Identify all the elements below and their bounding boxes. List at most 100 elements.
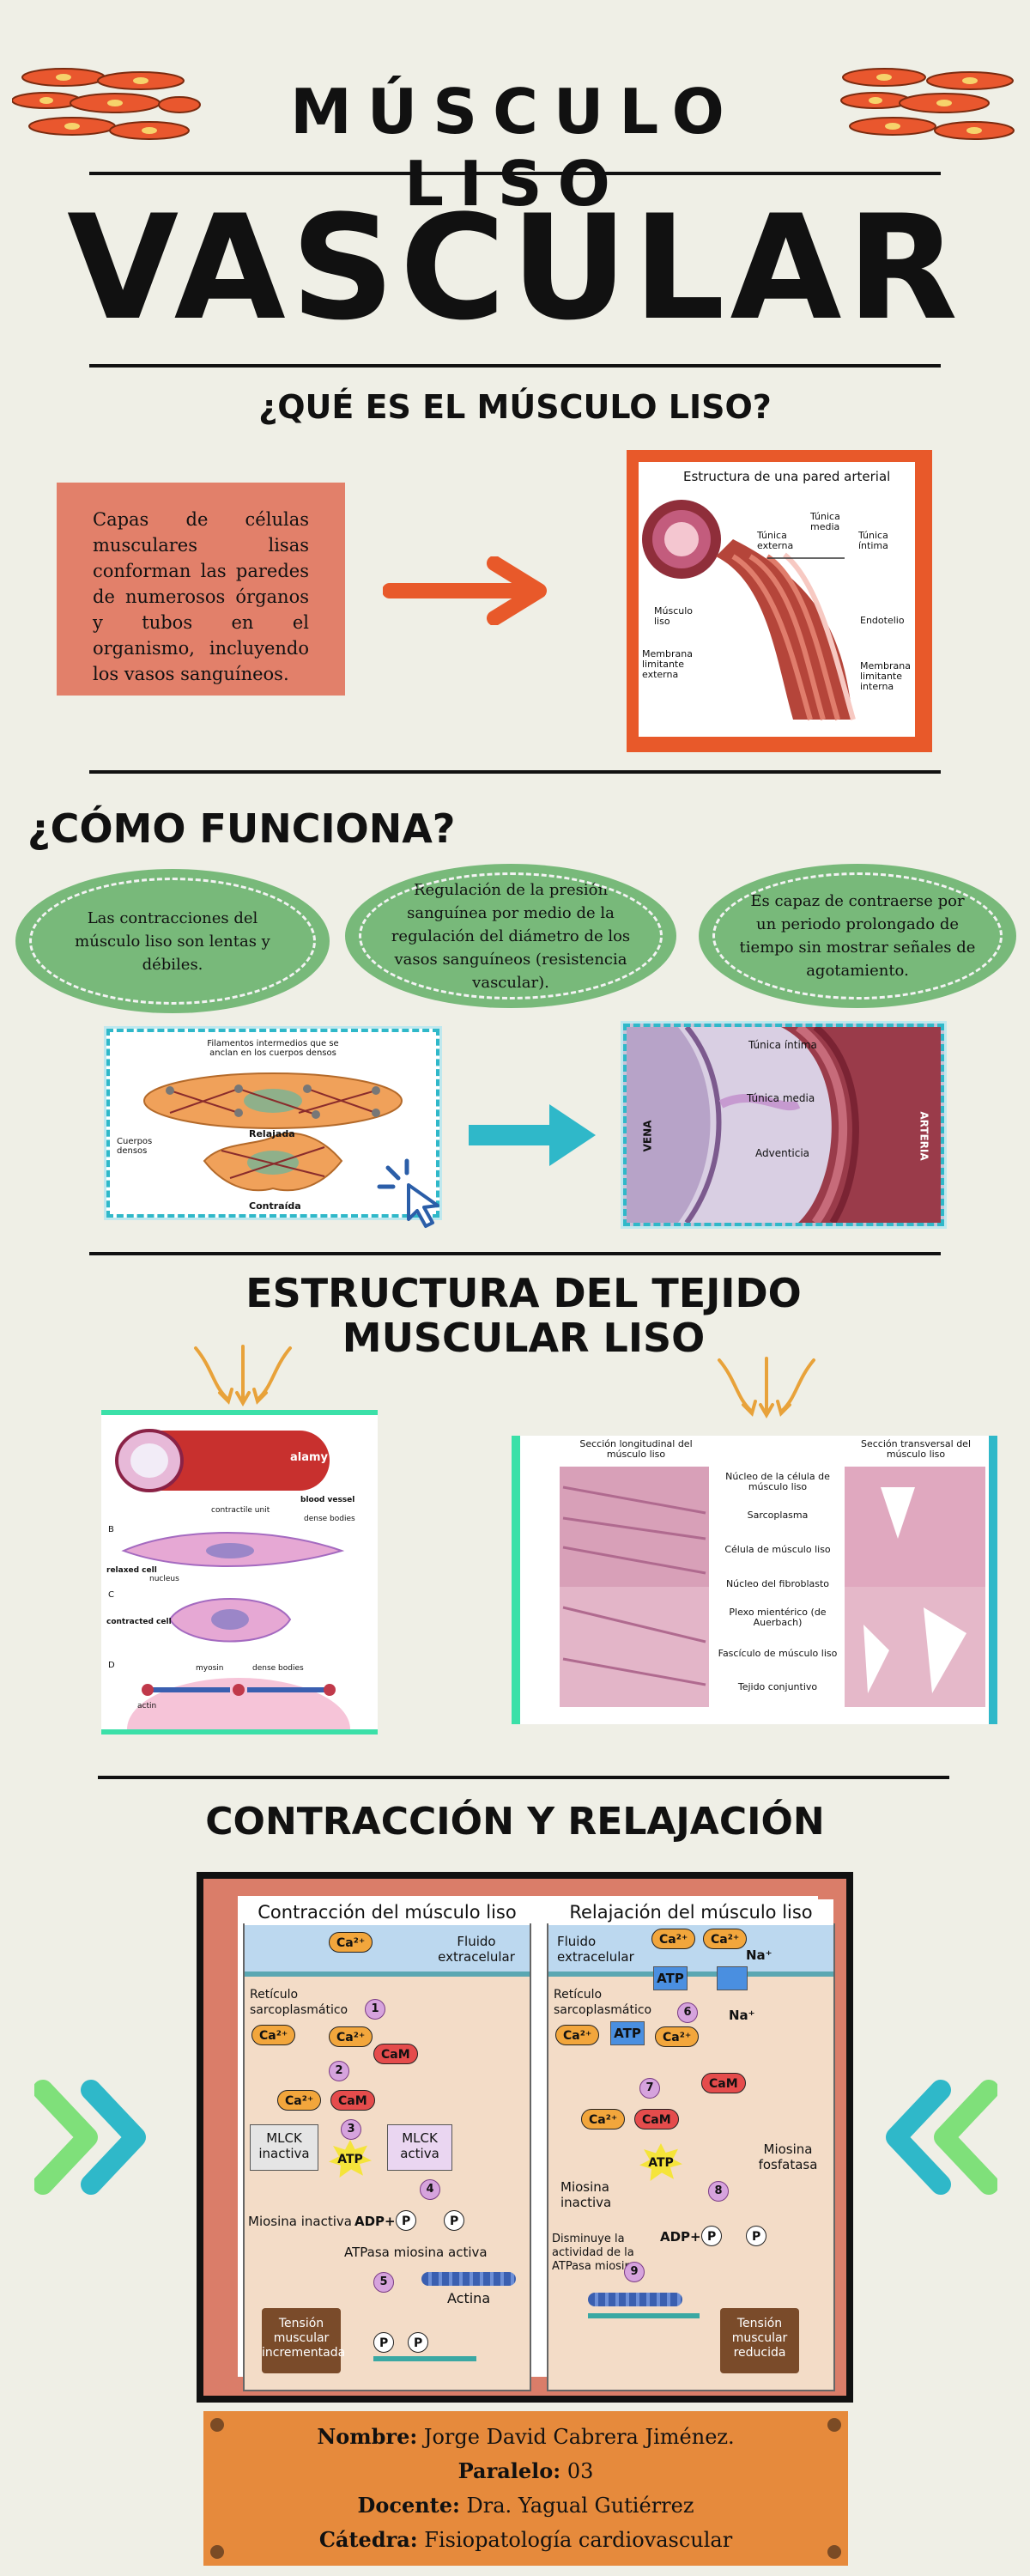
footer-paralelo: Paralelo: 03 bbox=[457, 2458, 594, 2483]
section-heading-contraction: CONTRACCIÓN Y RELAJACIÓN bbox=[205, 1800, 825, 1844]
divider bbox=[89, 364, 941, 368]
footer-name: Nombre: Jorge David Cabrera Jiménez. bbox=[317, 2424, 735, 2449]
label-histology-3: Núcleo del fibroblasto bbox=[725, 1578, 830, 1589]
atp-burst: ATP bbox=[639, 2143, 682, 2181]
label-letter-d: D bbox=[108, 1661, 115, 1670]
label-adp: ADP+ bbox=[660, 2229, 701, 2245]
divider bbox=[89, 172, 941, 175]
what-description: Capas de células musculares lisas confor… bbox=[57, 483, 345, 696]
ca-ion: Ca²⁺ bbox=[581, 2109, 626, 2129]
footer-catedra: Cátedra: Fisiopatología cardiovascular bbox=[318, 2527, 733, 2552]
section-heading-what: ¿QUÉ ES EL MÚSCULO LISO? bbox=[258, 388, 772, 426]
label-transversal: Sección transversal del músculo liso bbox=[860, 1438, 971, 1460]
panel-title: Relajación del músculo liso bbox=[548, 1899, 833, 1925]
label-tunica-media: Túnica media bbox=[747, 1092, 815, 1104]
label-actin: actin bbox=[137, 1702, 157, 1710]
label-dense-bodies: Cuerpos densos bbox=[117, 1137, 153, 1156]
label-contractile-unit: contractile unit bbox=[211, 1506, 270, 1515]
divider bbox=[89, 770, 941, 774]
swirl-arrows-icon bbox=[179, 1343, 307, 1412]
ca-ion: Ca²⁺ bbox=[703, 1929, 748, 1949]
atp-burst: ATP bbox=[329, 2140, 372, 2178]
cam-protein: CaM bbox=[701, 2073, 746, 2093]
step-badge: 4 bbox=[420, 2179, 440, 2200]
function-oval-2: Regulación de la presión sanguínea por m… bbox=[345, 864, 676, 1008]
label-histology-4: Plexo mientérico (de Auerbach) bbox=[729, 1607, 827, 1628]
contraction-relaxation-figure: Contracción del músculo liso Fluido extr… bbox=[197, 1872, 853, 2403]
panel-title: Contracción del músculo liso bbox=[245, 1899, 530, 1925]
label-letter-c: C bbox=[108, 1590, 114, 1600]
label-fluid: Fluido extracelular bbox=[438, 1934, 515, 1965]
chevron-left-icon bbox=[872, 2073, 999, 2202]
ca-ion: Ca²⁺ bbox=[655, 2026, 700, 2047]
swirl-arrows-icon bbox=[702, 1355, 831, 1424]
label-endotelio: Endotelio bbox=[860, 615, 905, 626]
label-contracted: Contraída bbox=[249, 1200, 301, 1212]
ca-ion: Ca²⁺ bbox=[329, 2026, 373, 2047]
label-nucleus: nucleus bbox=[149, 1575, 179, 1583]
label-arteria: ARTERIA bbox=[918, 1111, 930, 1161]
label-membrana-externa: Membrana limitante externa bbox=[642, 648, 693, 680]
divider bbox=[98, 1776, 949, 1779]
label-tunica-intima: Túnica íntima bbox=[858, 530, 888, 551]
step-badge: 9 bbox=[624, 2262, 645, 2282]
ca-ion: Ca²⁺ bbox=[651, 1929, 696, 1949]
chevron-right-icon bbox=[33, 2073, 160, 2202]
label-myosin: myosin bbox=[196, 1664, 224, 1673]
section-heading-function: ¿CÓMO FUNCIONA? bbox=[27, 805, 456, 852]
tension-reduced-box: Tensión muscular reducida bbox=[720, 2308, 799, 2373]
step-badge: 1 bbox=[365, 1999, 385, 2020]
phosphate: P bbox=[444, 2210, 465, 2231]
divider bbox=[89, 1252, 941, 1255]
label-contracted-cell: contracted cell bbox=[106, 1618, 172, 1626]
label-relaxed-cell: relaxed cell bbox=[106, 1566, 157, 1575]
ca-ion: Ca²⁺ bbox=[277, 2090, 322, 2111]
cam-protein: CaM bbox=[634, 2109, 679, 2129]
label-reticulum: Retículo sarcoplasmático bbox=[554, 1988, 652, 2017]
label-membrana-interna: Membrana limitante interna bbox=[860, 660, 911, 692]
label-decrease: Disminuye la actividad de la ATPasa mios… bbox=[552, 2233, 639, 2273]
tension-increased-box: Tensión muscular incrementada bbox=[262, 2308, 345, 2373]
arterial-wall-figure: Estructura de una pared arterial Túnica … bbox=[627, 450, 932, 752]
label-adp: ADP+ bbox=[354, 2214, 396, 2229]
label-histology-0: Núcleo de la célula de músculo liso bbox=[725, 1471, 830, 1492]
label-tunica-externa: Túnica externa bbox=[757, 530, 794, 551]
label-histology-5: Fascículo de músculo liso bbox=[718, 1648, 838, 1659]
phosphate: P bbox=[396, 2210, 417, 2231]
figure-title: Estructura de una pared arterial bbox=[683, 469, 891, 484]
author-card: Nombre: Jorge David Cabrera Jiménez. Par… bbox=[203, 2411, 848, 2566]
label-actin: Actina bbox=[447, 2290, 491, 2306]
ca-ion: Ca²⁺ bbox=[555, 2025, 600, 2045]
label-fluid: Fluido extracelular bbox=[557, 1934, 634, 1965]
title-top: MÚSCULO LISO bbox=[290, 76, 740, 220]
relaxation-panel: Relajación del músculo liso Fluido extra… bbox=[547, 1899, 835, 2391]
footer-docente: Docente: Dra. Yagual Gutiérrez bbox=[357, 2493, 694, 2518]
mlck-inactive-box: MLCK inactiva bbox=[250, 2124, 318, 2171]
arrow-right-icon bbox=[464, 1092, 601, 1178]
label-tunica-intima: Túnica íntima bbox=[748, 1039, 817, 1051]
function-oval-3: Es capaz de contraerse por un periodo pr… bbox=[699, 864, 1016, 1008]
label-reticulum: Retículo sarcoplasmático bbox=[250, 1988, 348, 2017]
mlck-active-box: MLCK activa bbox=[387, 2124, 452, 2171]
section-heading-structure-1: ESTRUCTURA DEL TEJIDO bbox=[245, 1270, 802, 1316]
step-badge: 5 bbox=[373, 2272, 394, 2293]
label-tunica-media: Túnica media bbox=[810, 511, 840, 532]
atp-pump-box: ATP bbox=[610, 2021, 645, 2045]
label-letter-b: B bbox=[108, 1525, 114, 1534]
label-filaments: Filamentos intermedios que se anclan en … bbox=[207, 1039, 339, 1058]
label-longitudinal: Sección longitudinal del músculo liso bbox=[579, 1438, 693, 1460]
header-decor-left bbox=[11, 62, 201, 148]
label-phosphatase: Miosina fosfatasa bbox=[758, 2142, 818, 2172]
contraction-panel: Contracción del músculo liso Fluido extr… bbox=[243, 1899, 531, 2391]
label-myosin-inactive: Miosina inactiva bbox=[560, 2179, 612, 2210]
cam-protein: CaM bbox=[330, 2090, 375, 2111]
atp-pump-box: ATP bbox=[653, 1966, 688, 1990]
label-dense-bodies: dense bodies bbox=[304, 1515, 355, 1523]
step-badge: 2 bbox=[329, 2061, 349, 2081]
vessel-histology-figure: Túnica íntima Túnica media Adventicia VE… bbox=[621, 1021, 947, 1229]
section-heading-structure-2: MUSCULAR LISO bbox=[342, 1315, 706, 1361]
label-na: Na⁺ bbox=[746, 1947, 772, 1963]
page-title: VASCULAR bbox=[67, 184, 963, 352]
arrow-right-icon bbox=[382, 556, 554, 626]
smooth-muscle-cell-diagram: alamy blood vessel contractile unit dens… bbox=[101, 1410, 378, 1735]
